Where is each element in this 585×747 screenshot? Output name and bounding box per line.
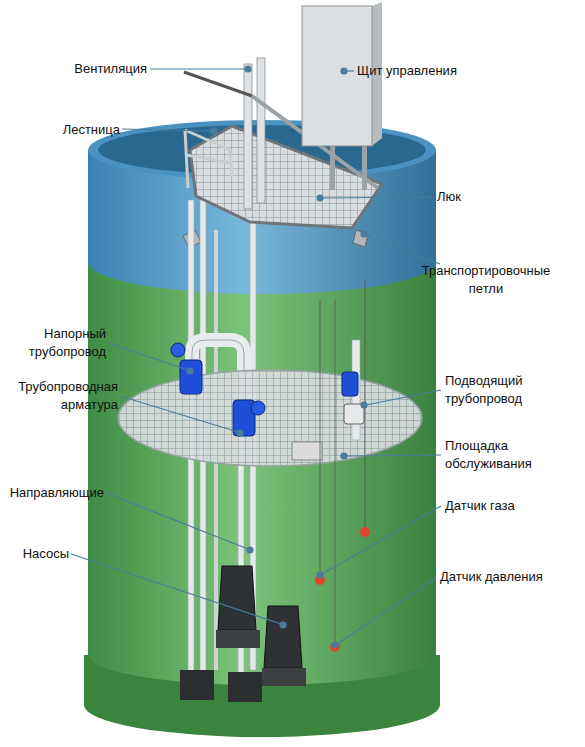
- callout-label: Транспортировочные петли: [420, 262, 552, 298]
- ladder-rail: [185, 130, 232, 188]
- valve-handwheel: [251, 401, 265, 415]
- tank-body: [88, 250, 436, 685]
- leader-line: [120, 396, 238, 432]
- leader-dot: [332, 642, 338, 648]
- callout-label: Датчик газа: [445, 497, 565, 515]
- leader-line: [71, 554, 281, 624]
- gas-sensor: [360, 527, 370, 537]
- callout-label: Подводящий трубопровод: [445, 372, 540, 408]
- leader-line: [346, 455, 441, 456]
- pump-volute: [216, 630, 260, 648]
- hatch-lever: [184, 72, 252, 96]
- service-platform: [118, 370, 422, 466]
- pump-foot: [228, 672, 262, 702]
- leader-line: [322, 506, 441, 574]
- leader-dot: [341, 68, 347, 74]
- sensor-cable: [335, 300, 336, 643]
- vent-pipe: [244, 64, 252, 209]
- panel-leg: [362, 140, 367, 190]
- callout-label: Люк: [437, 188, 537, 206]
- leader-line: [122, 129, 212, 131]
- pump-foot: [180, 670, 214, 700]
- leader-dot: [245, 66, 251, 72]
- leader-line: [106, 493, 248, 549]
- leader-dot: [237, 430, 243, 436]
- leader-line: [108, 343, 188, 370]
- inlet-valve: [342, 372, 358, 396]
- callout-label: Напорный трубопровод: [14, 325, 106, 361]
- leader-dot: [211, 128, 217, 134]
- valve-handwheel: [171, 343, 185, 357]
- leader-line: [337, 578, 436, 644]
- leader-dot: [341, 453, 347, 459]
- callout-label: Направляющие: [0, 484, 104, 502]
- callout-label: Трубопроводная арматура: [10, 378, 118, 414]
- leader-line: [322, 197, 433, 198]
- leader-dot: [280, 622, 286, 628]
- leader-line: [366, 390, 441, 405]
- callout-label: Лестница: [10, 121, 120, 139]
- platform-box: [292, 442, 322, 460]
- callout-label: Площадка обслуживания: [445, 437, 545, 473]
- pump: [218, 566, 256, 630]
- valve: [180, 360, 202, 394]
- panel-leg: [330, 140, 335, 190]
- callout-label: Датчик давления: [440, 568, 580, 586]
- sensor-cable: [320, 300, 321, 576]
- leader-line: [366, 235, 440, 264]
- pump-volute: [262, 668, 306, 686]
- leader-dot: [247, 547, 253, 553]
- leader-dot: [361, 231, 367, 237]
- leader-line: [150, 68, 246, 69]
- inlet-flange: [344, 404, 364, 424]
- vent-pipe: [257, 58, 265, 203]
- leader-dot: [317, 572, 323, 578]
- pump: [264, 606, 302, 668]
- callout-label: Насосы: [3, 545, 69, 563]
- leader-dot: [317, 195, 323, 201]
- callout-label: Вентиляция: [27, 60, 147, 78]
- transport-loop: [353, 230, 368, 247]
- leader-dot: [187, 368, 193, 374]
- leader-dot: [361, 402, 367, 408]
- callout-label: Щит управления: [357, 62, 517, 80]
